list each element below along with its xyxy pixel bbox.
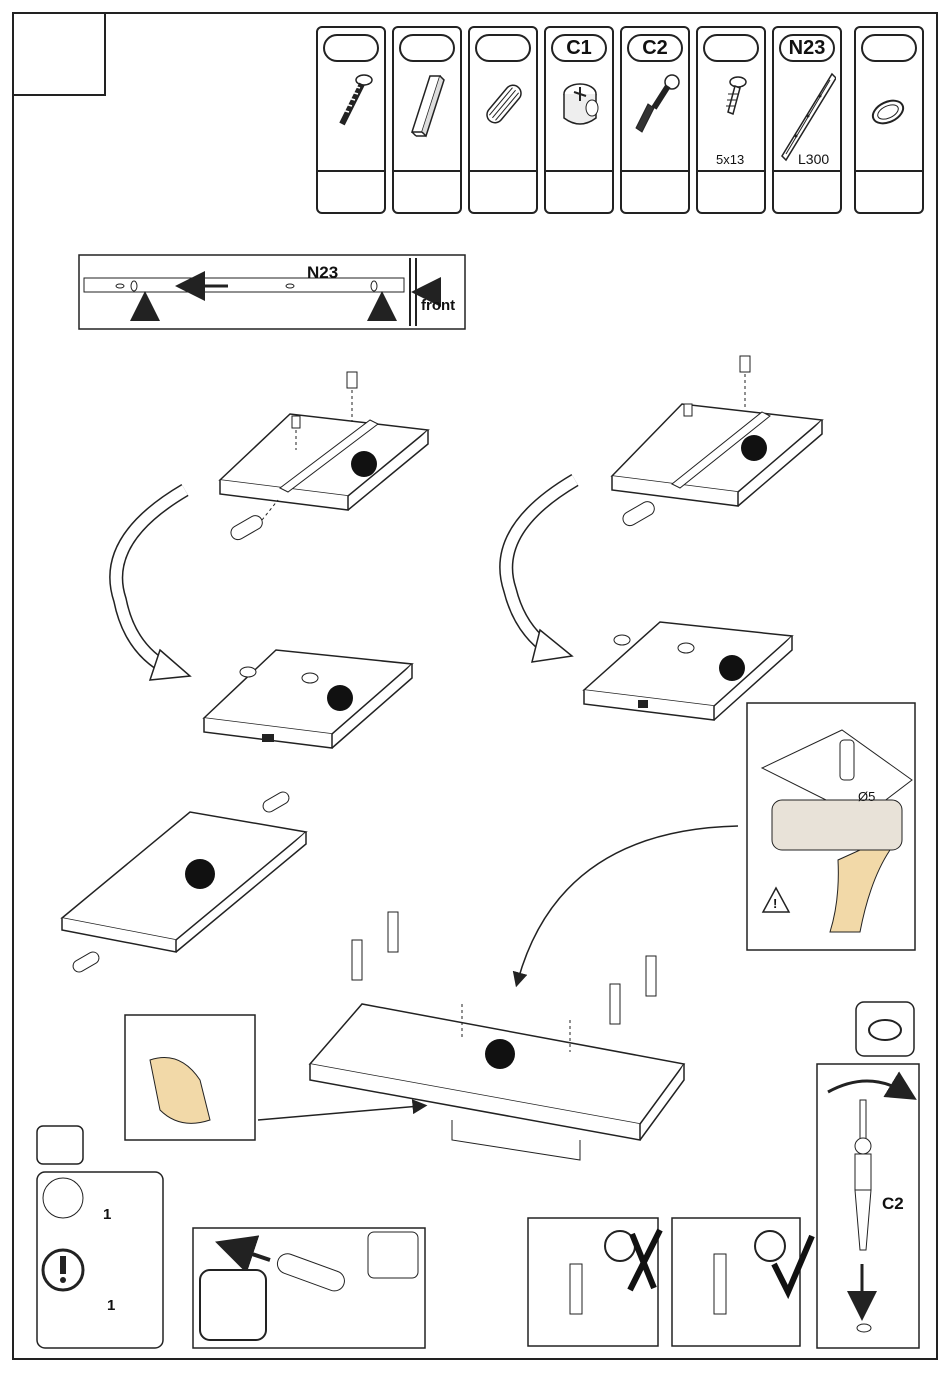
panel-top-left: [220, 372, 428, 542]
lock-number: 1: [103, 1206, 111, 1223]
lock-number: 1: [107, 1297, 115, 1314]
peel-detail: [125, 1015, 255, 1140]
panel-central: [258, 912, 684, 1160]
lock-detail: [37, 1126, 163, 1348]
wrong-detail: [528, 1218, 660, 1346]
drill-detail: [747, 703, 915, 950]
front-label: front: [421, 297, 455, 314]
panel-middle-left: [204, 650, 412, 748]
warning-symbol: !: [773, 896, 777, 911]
runner-label: N23: [307, 263, 338, 283]
runner-detail: [79, 255, 465, 329]
rotate-icon: [856, 1002, 914, 1056]
panel-top-right: [612, 356, 822, 528]
dowel-detail: [193, 1228, 425, 1348]
drill-diameter: Ø5: [858, 789, 875, 804]
right-detail: [672, 1218, 812, 1346]
panel-lower-left: [62, 790, 306, 974]
cam-label: C2: [882, 1194, 904, 1214]
